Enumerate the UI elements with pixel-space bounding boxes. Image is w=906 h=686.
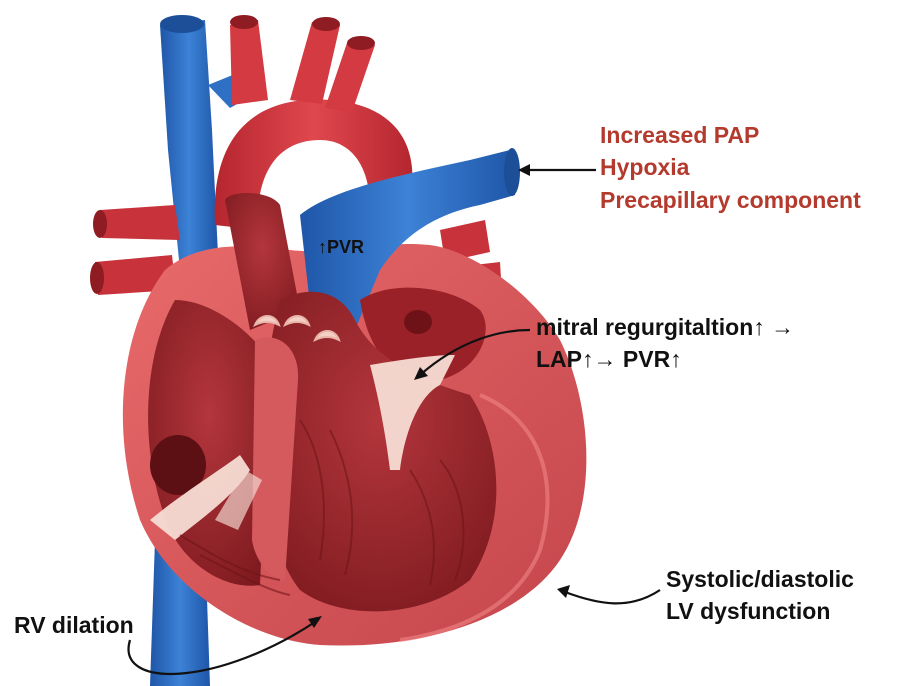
label-precapillary-component: Precapillary component (600, 189, 861, 212)
label-rv-dilation: RV dilation (14, 614, 134, 637)
label-lv-dysfunction: LV dysfunction (666, 600, 830, 623)
label-mitral-regurgitation: mitral regurgitaltion↑ → (536, 316, 794, 339)
label-systolic-diastolic: Systolic/diastolic (666, 568, 854, 591)
label-hypoxia: Hypoxia (600, 156, 689, 179)
label-lap-pvr: LAP↑→ PVR↑ (536, 348, 682, 371)
label-increased-pap: Increased PAP (600, 124, 759, 147)
arrow-to-lv-wall (565, 590, 660, 603)
label-pvr: ↑PVR (318, 238, 364, 256)
